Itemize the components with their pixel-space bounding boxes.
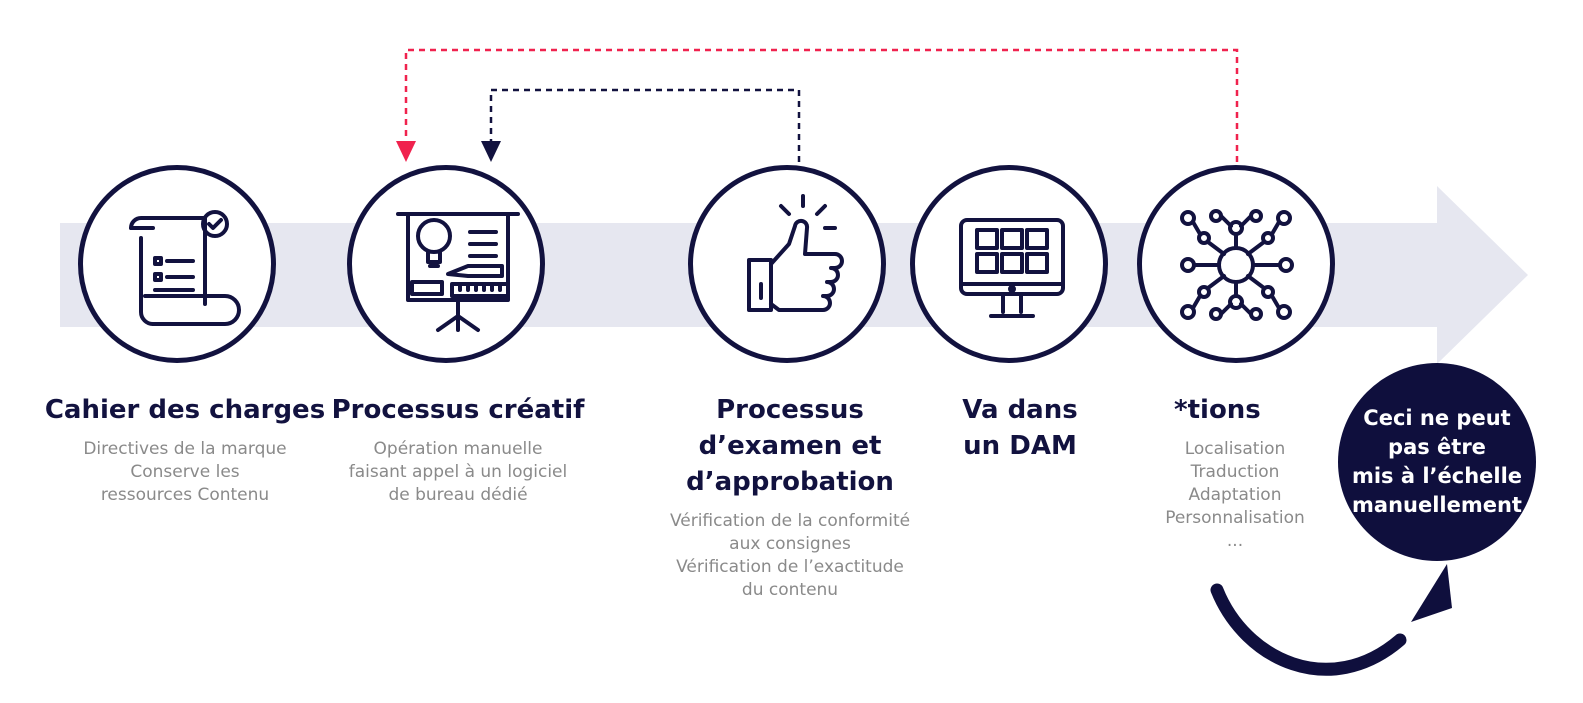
step-2-circle (347, 165, 545, 363)
step-title: Processus d’examen et d’approbation (686, 395, 894, 497)
step-tions: *tions Localisation Traduction Adaptatio… (1140, 392, 1330, 553)
step-4-circle (910, 165, 1108, 363)
arrowhead-navy (481, 141, 501, 162)
step-description: Localisation Traduction Adaptation Perso… (1165, 439, 1305, 551)
thumbs-up-icon (747, 194, 844, 312)
curved-arrowhead (1411, 564, 1452, 622)
arrowhead-pink (396, 141, 416, 162)
network-hub-icon (1180, 209, 1294, 321)
step-examen-approbation: Processus d’examen et d’approbation Véri… (640, 392, 940, 602)
step-1-circle (78, 165, 276, 363)
step-title: Processus créatif (331, 395, 585, 425)
monitor-grid-icon (959, 218, 1065, 318)
step-5-circle (1137, 165, 1335, 363)
step-title: Cahier des charges (44, 395, 326, 425)
step-description: Directives de la marque Conserve les res… (83, 439, 287, 505)
step-title: *tions (1174, 395, 1261, 425)
step-description: Opération manuelle faisant appel à un lo… (348, 439, 568, 505)
feedback-loop-pink (404, 48, 1239, 162)
document-scroll-icon (129, 210, 241, 326)
step-3-circle (688, 165, 886, 363)
step-title: Va dans un DAM (962, 395, 1078, 461)
step-processus-creatif: Processus créatif Opération manuelle fai… (320, 392, 596, 507)
step-va-dans-dam: Va dans un DAM (925, 392, 1115, 474)
scale-callout: Ceci ne peut pas être mis à l’échelle ma… (1338, 363, 1536, 561)
feedback-loop-navy (489, 88, 801, 162)
step-description: Vérification de la conformité aux consig… (669, 511, 911, 600)
curved-arrow (1210, 583, 1407, 676)
callout-text: Ceci ne peut pas être mis à l’échelle ma… (1351, 406, 1523, 517)
creative-board-icon (396, 212, 520, 332)
step-cahier-des-charges: Cahier des charges Directives de la marq… (30, 392, 340, 507)
